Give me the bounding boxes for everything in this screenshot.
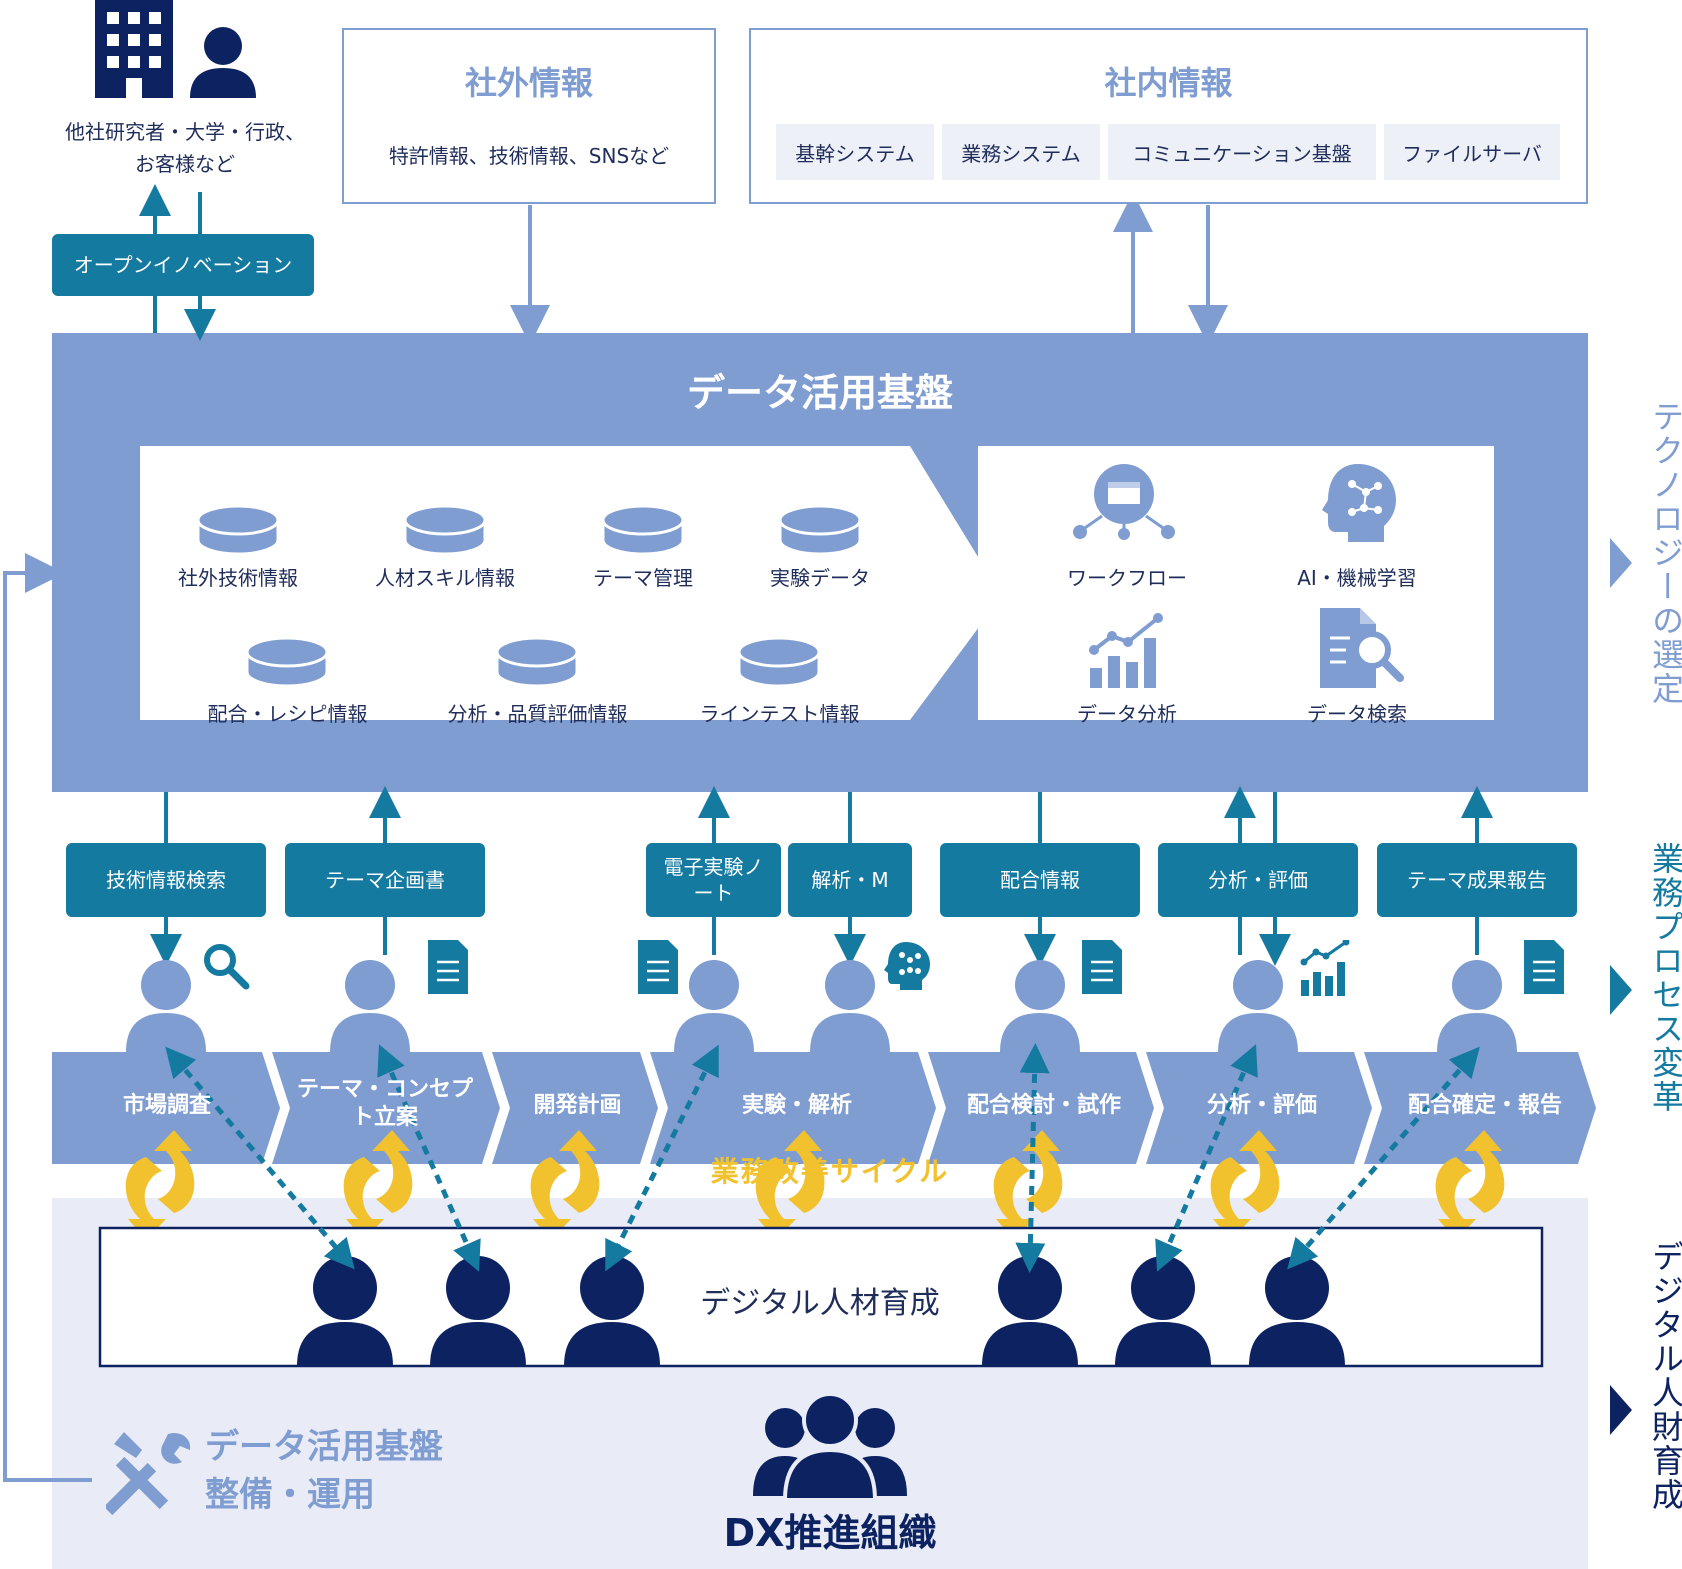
- outside-info-box: 社外情報 特許情報、技術情報、SNSなど: [342, 28, 716, 204]
- improvement-cycle-label: 業務改善サイクル: [710, 1155, 950, 1188]
- external-partners-label: 他社研究者・大学・行政、 お客様など: [65, 120, 305, 176]
- building-icon: [95, 0, 173, 98]
- exchange-theme-plan: テーマ企画書: [285, 843, 485, 917]
- side-marker-talent: [1610, 1385, 1632, 1435]
- exchange-theme-report: テーマ成果報告: [1377, 843, 1577, 917]
- exchange-tech-search: 技術情報検索: [66, 843, 266, 917]
- document-icon: [1524, 940, 1564, 994]
- document-icon: [428, 940, 468, 994]
- tools-panel: [978, 446, 1494, 720]
- platform-title: データ活用基盤: [686, 371, 953, 415]
- outside-info-items: 特許情報、技術情報、SNSなど: [388, 144, 670, 168]
- dx-org-label: DX推進組織: [723, 1511, 937, 1555]
- process-finalize: 配合確定・報告: [1407, 1093, 1562, 1118]
- process-market-research: 市場調査: [122, 1093, 211, 1118]
- exchange-recipe-info: 配合情報: [940, 843, 1140, 917]
- maintenance-label: データ活用基盤 整備・運用: [205, 1427, 443, 1515]
- document-icon: [638, 940, 678, 994]
- chart-icon: [1300, 940, 1350, 996]
- data-search-icon: [1320, 608, 1404, 688]
- exchange-e-notebook: 電子実験ノート: [646, 843, 781, 917]
- db-label-quality: 分析・品質評価情報: [447, 702, 628, 726]
- group-icon: [753, 1392, 907, 1500]
- open-innovation-label: オープンイノベーション: [52, 234, 314, 296]
- tool-label-analysis: データ分析: [1077, 702, 1177, 726]
- process-people: [126, 960, 1517, 1052]
- process-concept: テーマ・コンセプト立案: [296, 1077, 473, 1130]
- ai-brain-icon: [1322, 464, 1396, 542]
- data-analysis-icon: [1089, 613, 1163, 688]
- exchange-analysis-m: 解析・M: [788, 843, 912, 917]
- search-icon: [204, 944, 250, 990]
- document-icon: [1082, 940, 1122, 994]
- inside-chip-file-server: ファイルサーバ: [1384, 124, 1560, 180]
- side-label-talent: デジタル人財育成: [1647, 1240, 1682, 1512]
- db-label-line-test: ラインテスト情報: [699, 702, 860, 726]
- db-label-talent-skill: 人材スキル情報: [375, 566, 515, 590]
- side-marker-technology: [1610, 538, 1632, 588]
- exchange-analysis-eval: 分析・評価: [1158, 843, 1358, 917]
- inside-chip-core-system: 基幹システム: [776, 124, 934, 180]
- process-experiment: 実験・解析: [741, 1093, 852, 1118]
- database-icons: [196, 504, 862, 688]
- talent-box-label: デジタル人材育成: [700, 1286, 940, 1321]
- tool-label-ai: AI・機械学習: [1297, 566, 1417, 590]
- inside-info-title: 社内情報: [1104, 64, 1233, 102]
- process-dev-plan: 開発計画: [533, 1093, 622, 1118]
- tool-label-workflow: ワークフロー: [1067, 566, 1187, 590]
- tools-icon: [106, 1432, 191, 1516]
- person-icon: [190, 27, 256, 98]
- side-marker-process: [1610, 965, 1632, 1015]
- db-label-experiment: 実験データ: [770, 566, 870, 590]
- db-label-theme-mgmt: テーマ管理: [593, 566, 693, 590]
- db-label-recipe: 配合・レシピ情報: [207, 702, 368, 726]
- ai-brain-icon: [884, 942, 930, 990]
- workflow-icon: [1073, 464, 1175, 540]
- db-label-external-tech: 社外技術情報: [178, 566, 298, 590]
- outside-info-title: 社外情報: [464, 64, 593, 102]
- side-label-technology: テクノロジーの選定: [1647, 400, 1682, 706]
- inside-chip-business-system: 業務システム: [942, 124, 1100, 180]
- process-analysis: 分析・評価: [1206, 1093, 1317, 1118]
- process-recipe-study: 配合検討・試作: [966, 1093, 1121, 1118]
- side-label-process: 業務プロセス変革: [1647, 842, 1682, 1114]
- inside-chip-communication: コミュニケーション基盤: [1108, 124, 1376, 180]
- tool-label-search: データ検索: [1307, 702, 1407, 726]
